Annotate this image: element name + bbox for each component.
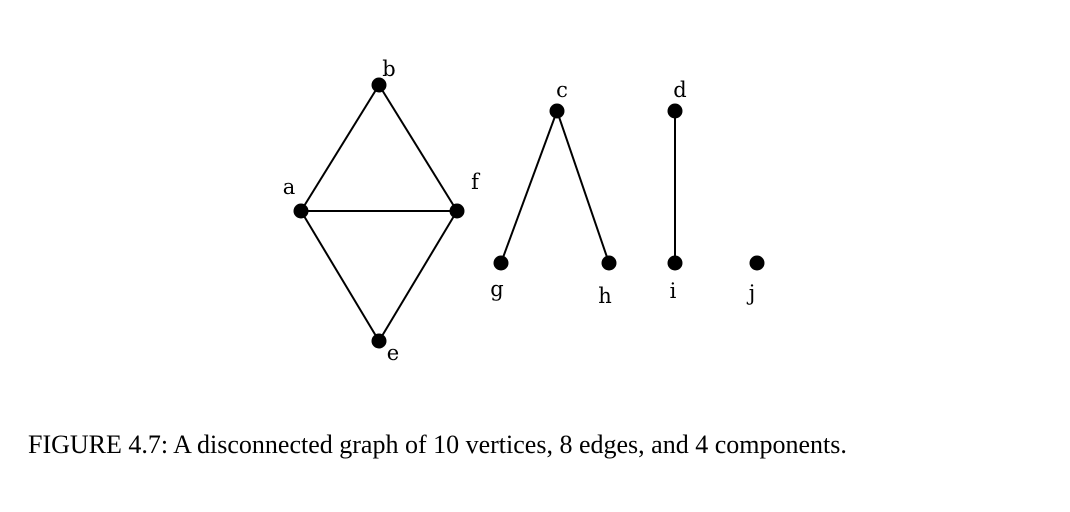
vertex-label-a: a [283,175,296,199]
edge-b-f [378,84,458,212]
vertices-layer [293,77,765,349]
edge-c-h [556,110,610,264]
vertex-g [493,255,509,271]
vertex-d [667,103,683,119]
vertex-label-h: h [598,284,612,308]
vertex-b [371,77,387,93]
edges-layer [300,84,676,342]
vertex-c [549,103,565,119]
vertex-h [601,255,617,271]
vertex-i [667,255,683,271]
vertex-a [293,203,309,219]
vertex-e [371,333,387,349]
figure-caption: FIGURE 4.7: A disconnected graph of 10 v… [28,430,847,459]
labels-layer: a b c d e f g h i j [283,57,756,365]
vertex-label-f: f [471,170,481,194]
vertex-label-i: i [670,279,677,303]
vertex-j [749,255,765,271]
vertex-label-j: j [746,281,756,305]
vertex-label-d: d [673,78,686,102]
edge-a-e [300,210,380,342]
edge-c-g [500,110,558,264]
vertex-label-b: b [382,57,395,81]
vertex-label-e: e [387,341,399,365]
vertex-label-g: g [490,277,503,301]
vertex-f [449,203,465,219]
edge-a-b [300,84,380,212]
vertex-label-c: c [556,78,568,102]
edge-f-e [378,210,458,342]
